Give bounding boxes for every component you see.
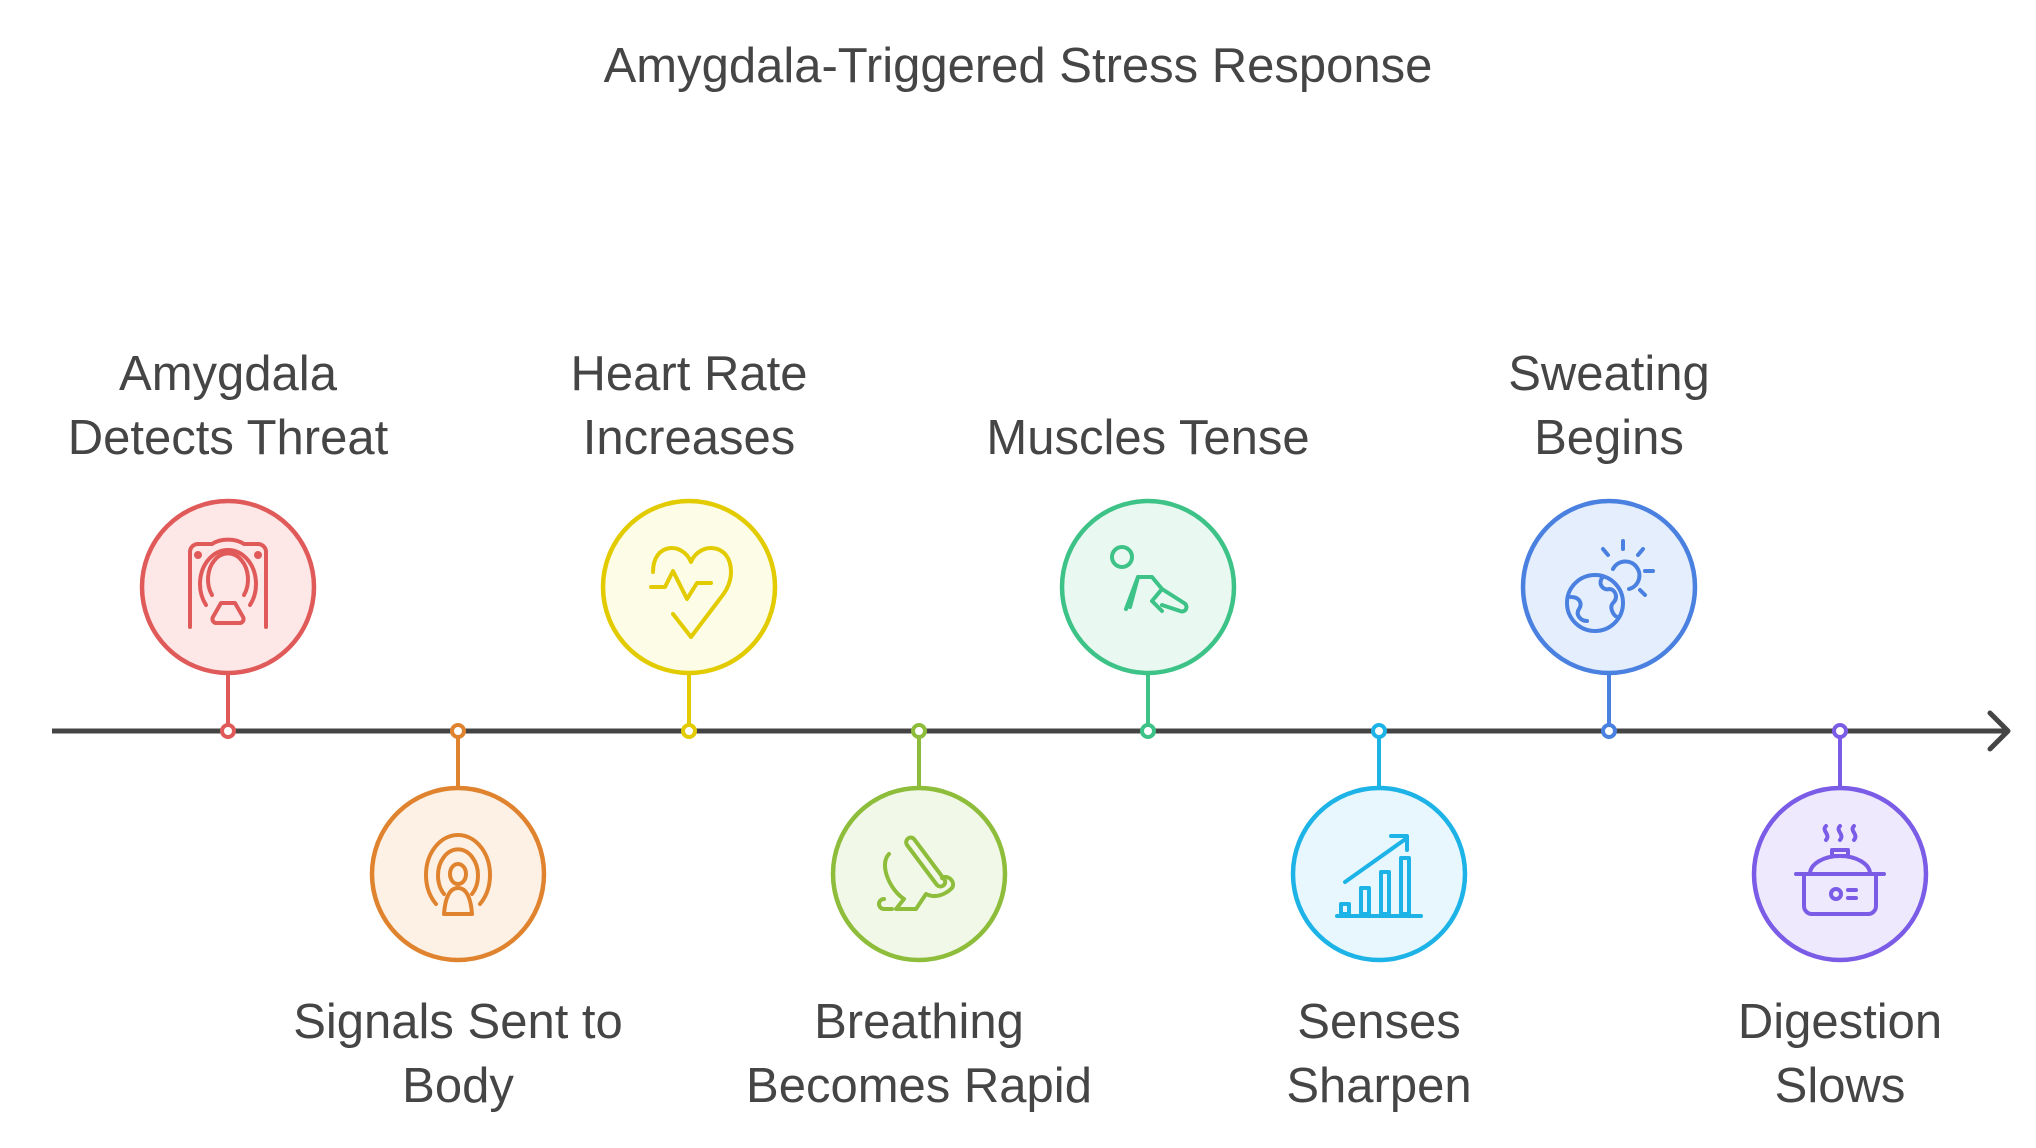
timeline-step (1520, 498, 1698, 739)
heart-pulse-icon (649, 546, 733, 639)
timeline-marker (220, 723, 236, 739)
timeline-marker (911, 723, 927, 739)
mri-scanner-icon (188, 537, 268, 629)
step-label: Muscles Tense (918, 406, 1378, 470)
step-label-line: Sweating (1508, 347, 1710, 401)
timeline-marker (1371, 723, 1387, 739)
timeline-step (369, 723, 547, 963)
step-label-line: Becomes Rapid (746, 1059, 1092, 1113)
timeline-step (600, 498, 778, 739)
timeline-step (1290, 723, 1468, 963)
timeline-step (830, 723, 1008, 963)
diagram-title: Amygdala-Triggered Stress Response (603, 39, 1433, 93)
step-label-line: Senses (1297, 995, 1461, 1049)
rabbit-icon (877, 835, 955, 911)
timeline-step (1751, 723, 1929, 963)
timeline-marker (1140, 723, 1156, 739)
step-circle (830, 785, 1008, 963)
step-label-line: Body (402, 1059, 514, 1113)
step-label-line: Breathing (814, 995, 1024, 1049)
step-label-line: Digestion (1737, 995, 1943, 1049)
step-label-line: Heart Rate (570, 347, 808, 401)
timeline-step (139, 498, 317, 739)
step-circle (1059, 498, 1237, 676)
step-label-line: Begins (1534, 411, 1684, 465)
timeline-marker (1832, 723, 1848, 739)
signal-person-icon (424, 833, 492, 916)
timeline-marker (450, 723, 466, 739)
sprinter-icon (1110, 545, 1189, 614)
globe-sun-icon (1565, 539, 1655, 633)
step-label-line: Muscles Tense (986, 411, 1310, 465)
timeline-step (1059, 498, 1237, 739)
step-circle (139, 498, 317, 676)
step-label-line: Detects Threat (67, 411, 389, 465)
step-label: Signals Sent to Body (228, 990, 688, 1118)
cooking-pot-icon (1794, 824, 1886, 916)
step-circle (600, 498, 778, 676)
timeline-marker (1601, 723, 1617, 739)
step-label-line: Amygdala (119, 347, 337, 401)
step-label-line: Increases (582, 411, 796, 465)
step-label-line: Sharpen (1286, 1059, 1472, 1113)
arrow-head-icon (1987, 710, 2011, 752)
step-circle (369, 785, 547, 963)
step-label-line: Signals Sent to (293, 995, 623, 1049)
timeline-marker (681, 723, 697, 739)
step-label-line: Slows (1774, 1059, 1906, 1113)
growth-chart-icon (1335, 834, 1423, 918)
